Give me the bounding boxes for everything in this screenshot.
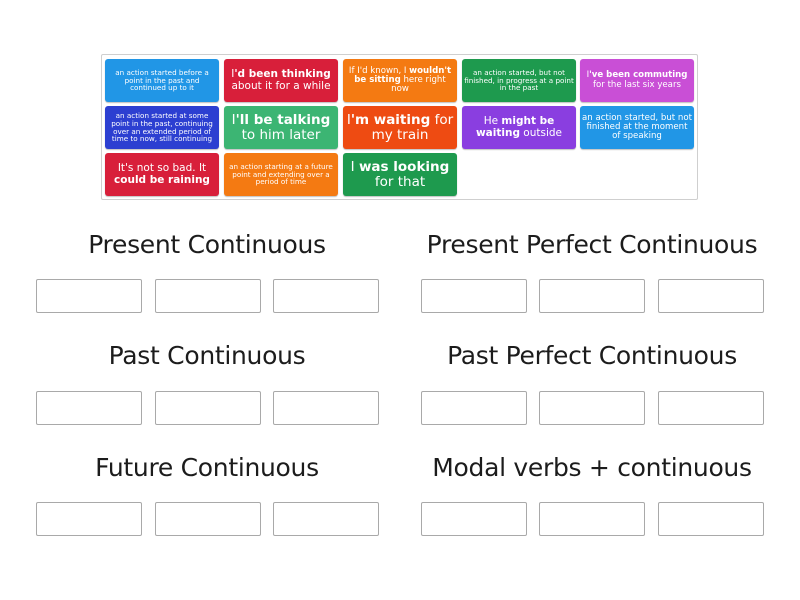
- card-text: an action started, but not finished at t…: [582, 112, 692, 141]
- drop-slot-modal-verbs-continuous-1[interactable]: [421, 502, 527, 536]
- card-text-part: here right now: [391, 74, 446, 94]
- drop-slot-present-continuous-2[interactable]: [155, 279, 261, 313]
- card-text-part: an action started, but not finished, in …: [464, 68, 574, 93]
- card-text: I've been commuting for the last six yea…: [582, 71, 692, 89]
- card-text-bold: might be waiting: [475, 115, 555, 139]
- group-title-past-perfect-continuous: Past Perfect Continuous: [447, 341, 737, 370]
- card-text: an action started before a point in the …: [107, 69, 217, 92]
- draggable-card[interactable]: I'm waiting for my train: [343, 106, 457, 149]
- draggable-card[interactable]: I've been commuting for the last six yea…: [580, 59, 694, 102]
- card-text: I'd been thinking about it for a while: [226, 69, 336, 91]
- card-text-part: I: [346, 112, 351, 129]
- drop-slot-future-continuous-2[interactable]: [155, 502, 261, 536]
- draggable-card[interactable]: an action starting at a future point and…: [224, 153, 338, 196]
- card-text: If I'd known, I wouldn't be sitting here…: [345, 65, 455, 94]
- card-text: an action started, but not finished, in …: [464, 69, 574, 92]
- card-text-part: an action started at some point in the p…: [111, 111, 213, 144]
- drop-slot-future-continuous-1[interactable]: [36, 502, 142, 536]
- card-text-part: If I'd known, I: [348, 65, 410, 76]
- card-text-part: He: [483, 115, 502, 128]
- card-text-part: for my train: [371, 112, 454, 143]
- draggable-card[interactable]: It's not so bad. It could be raining: [105, 153, 219, 196]
- draggable-card[interactable]: an action started, but not finished, in …: [462, 59, 576, 102]
- draggable-card[interactable]: I'll be talking to him later: [224, 106, 338, 149]
- card-text-bold: could be raining: [114, 173, 210, 186]
- draggable-card[interactable]: If I'd known, I wouldn't be sitting here…: [343, 59, 457, 102]
- drop-slot-past-continuous-2[interactable]: [155, 391, 261, 425]
- drop-slot-past-continuous-1[interactable]: [36, 391, 142, 425]
- card-text: I'm waiting for my train: [345, 113, 455, 141]
- card-text-part: I: [586, 70, 590, 81]
- card-text-bold: 'll be talking: [235, 112, 331, 129]
- card-text-part: for the last six years: [593, 79, 681, 90]
- draggable-card[interactable]: an action started, but not finished at t…: [580, 106, 694, 149]
- group-title-present-perfect-continuous: Present Perfect Continuous: [426, 230, 758, 259]
- drop-slot-present-perfect-continuous-3[interactable]: [658, 279, 764, 313]
- card-text-bold: 'm waiting: [350, 112, 431, 129]
- drop-slot-past-perfect-continuous-2[interactable]: [539, 391, 645, 425]
- group-title-future-continuous: Future Continuous: [95, 453, 319, 482]
- drop-slot-present-continuous-1[interactable]: [36, 279, 142, 313]
- drop-slot-future-continuous-3[interactable]: [273, 502, 379, 536]
- card-text-part: It's not so bad. It: [117, 162, 207, 175]
- card-text: an action started at some point in the p…: [107, 112, 217, 142]
- drop-slot-past-perfect-continuous-3[interactable]: [658, 391, 764, 425]
- card-text-part: to him later: [241, 126, 321, 143]
- group-title-past-continuous: Past Continuous: [108, 341, 306, 370]
- card-text-part: I: [231, 68, 235, 81]
- drop-slot-past-continuous-3[interactable]: [273, 391, 379, 425]
- drop-slot-present-continuous-3[interactable]: [273, 279, 379, 313]
- card-text-part: an action started, but not finished at t…: [582, 112, 692, 141]
- draggable-card[interactable]: I was looking for that: [343, 153, 457, 196]
- drop-slot-present-perfect-continuous-2[interactable]: [539, 279, 645, 313]
- draggable-card[interactable]: an action started at some point in the p…: [105, 106, 219, 149]
- card-text-part: I: [350, 159, 359, 176]
- draggable-card[interactable]: I'd been thinking about it for a while: [224, 59, 338, 102]
- draggable-card[interactable]: He might be waiting outside: [462, 106, 576, 149]
- card-text-part: about it for a while: [231, 79, 331, 92]
- group-title-modal-verbs-continuous: Modal verbs + continuous: [432, 453, 752, 482]
- group-title-present-continuous: Present Continuous: [88, 230, 326, 259]
- drop-slot-present-perfect-continuous-1[interactable]: [421, 279, 527, 313]
- card-text-bold: was looking: [358, 159, 450, 176]
- card-text-part: outside: [519, 126, 563, 139]
- card-text-bold: 'd been thinking: [234, 68, 331, 81]
- card-text: He might be waiting outside: [464, 116, 574, 138]
- drop-slot-modal-verbs-continuous-2[interactable]: [539, 502, 645, 536]
- card-text: I was looking for that: [345, 160, 455, 188]
- card-text-part: for that: [374, 173, 426, 190]
- card-text: It's not so bad. It could be raining: [107, 163, 217, 185]
- card-text-part: an action starting at a future point and…: [229, 162, 333, 187]
- drop-slot-modal-verbs-continuous-3[interactable]: [658, 502, 764, 536]
- draggable-card[interactable]: an action started before a point in the …: [105, 59, 219, 102]
- card-text-bold: 've been commuting: [589, 70, 688, 81]
- card-text-part: an action started before a point in the …: [115, 68, 209, 93]
- card-text: an action starting at a future point and…: [226, 163, 336, 186]
- card-text: I'll be talking to him later: [226, 113, 336, 141]
- card-text-part: I: [231, 112, 236, 129]
- card-text-bold: wouldn't be sitting: [354, 65, 452, 85]
- drop-slot-past-perfect-continuous-1[interactable]: [421, 391, 527, 425]
